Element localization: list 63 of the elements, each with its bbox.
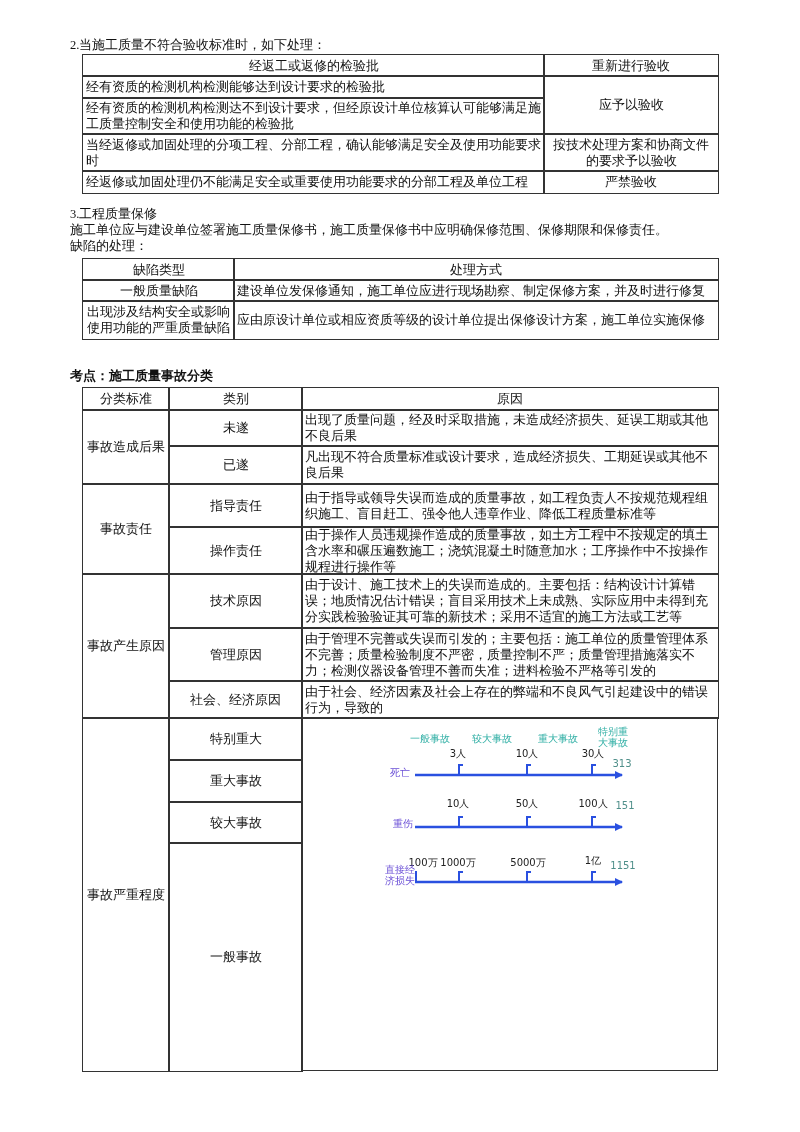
table-cell: 重大事故	[168, 759, 303, 803]
table-cell: 技术原因	[168, 573, 303, 629]
table-cell: 指导责任	[168, 483, 303, 528]
table-cell: 已遂	[168, 445, 303, 485]
table-cell: 分类标准	[82, 387, 170, 411]
table-cell: 管理原因	[168, 627, 303, 682]
threshold-label: 30人	[581, 747, 605, 759]
table-cell: 由于社会、经济因素及社会上存在的弊端和不良风气引起建设中的错误行为，导致的	[301, 680, 719, 719]
table-cell: 应予以验收	[543, 75, 719, 135]
table-cell: 由于管理不完善或失误而引发的；主要包括：施工单位的质量管理体系不完善；质量检验制度不严密，质量控制不严；质量管理措施落实不力；检测仪器设备管理不善而失准；进料检验不严格等引发的	[301, 627, 719, 682]
table-cell: 重新进行验收	[543, 54, 719, 77]
table-cell: 按技术处理方案和协商文件的要求予以验收	[543, 133, 719, 172]
table-cell: 出现了质量问题，经及时采取措施，未造成经济损失、延误工期或其他不良后果	[301, 409, 719, 447]
paragraph: 2.当施工质量不符合验收标准时，如下处理：	[70, 37, 327, 53]
table-cell: 较大事故	[168, 801, 303, 844]
table-cell: 事故严重程度	[82, 717, 170, 1072]
category-label: 一般事故	[410, 732, 450, 744]
table-cell: 缺陷类型	[82, 258, 235, 281]
table-cell: 操作责任	[168, 526, 303, 575]
category-label: 重大事故	[538, 732, 578, 744]
threshold-label: 10人	[446, 797, 470, 809]
total-number: 313	[612, 757, 632, 769]
table-cell: 特别重大	[168, 717, 303, 761]
total-number: 1151	[610, 859, 636, 871]
table-cell: 处理方式	[233, 258, 719, 281]
table-cell: 一般质量缺陷	[82, 279, 235, 302]
total-number: 151	[615, 799, 635, 811]
table-cell: 事故造成后果	[82, 409, 170, 485]
threshold-label: 5000万	[510, 856, 546, 868]
table-cell: 由于指导或领导失误而造成的质量事故，如工程负责人不按规范规程组织施工、盲目赶工、强令他人违章作业、降低工程质量标准等	[301, 483, 719, 528]
table-cell: 经有资质的检测机构检测达不到设计要求，但经原设计单位核算认可能够满足施工质量控制安全和使用功能的检验批	[82, 97, 545, 135]
threshold-label: 50人	[515, 797, 539, 809]
threshold-label: 10人	[515, 747, 539, 759]
table-cell: 事故产生原因	[82, 573, 170, 719]
table-cell: 社会、经济原因	[168, 680, 303, 719]
paragraph: 施工单位应与建设单位签署施工质量保修书，施工质量保修书中应明确保修范围、保修期限和保修责任。	[70, 222, 668, 238]
paragraph: 缺陷的处理：	[70, 238, 148, 254]
table-cell: 凡出现不符合质量标准或设计要求，造成经济损失、工期延误或其他不良后果	[301, 445, 719, 485]
table-cell: 应由原设计单位或相应资质等级的设计单位提出保修设计方案，施工单位实施保修	[233, 300, 719, 340]
section-heading: 3.工程质量保修	[70, 206, 158, 222]
table-cell: 事故责任	[82, 483, 170, 575]
table-cell: 经有资质的检测机构检测能够达到设计要求的检验批	[82, 75, 545, 99]
table-cell: 未遂	[168, 409, 303, 447]
threshold-label: 3人	[449, 747, 467, 759]
table-cell: 出现涉及结构安全或影响使用功能的严重质量缺陷	[82, 300, 235, 340]
table-cell: 经返工或返修的检验批	[82, 54, 545, 77]
table-cell: 严禁验收	[543, 170, 719, 194]
threshold-label: 100人	[578, 797, 608, 809]
category-label: 较大事故	[472, 732, 512, 744]
category-label: 特别重大事故	[597, 726, 629, 748]
table-cell: 由于操作人员违规操作造成的质量事故，如土方工程中不按规定的填土含水率和碾压遍数施工；浇筑混凝土时随意加水；工序操作中不按操作规程进行操作等	[301, 526, 719, 575]
table-cell: 建设单位发保修通知，施工单位应进行现场勘察、制定保修方案，并及时进行修复	[233, 279, 719, 302]
threshold-label: 1亿	[584, 854, 602, 866]
axis-label: 死亡	[390, 766, 410, 778]
table-cell: 当经返修或加固处理的分项工程、分部工程，确认能够满足安全及使用功能要求时	[82, 133, 545, 172]
table-cell: 原因	[301, 387, 719, 411]
table-cell: 由于设计、施工技术上的失误而造成的。主要包括：结构设计计算错误；地质情况估计错误；盲目采用技术上未成熟、实际应用中未得到充分实践检验验证其可靠的新技术；采用不适宜的施工方法或工艺等	[301, 573, 719, 629]
threshold-label: 1000万	[440, 856, 476, 868]
table-cell: 经返修或加固处理仍不能满足安全或重要使用功能要求的分部工程及单位工程	[82, 170, 545, 194]
table-cell: 一般事故	[168, 842, 303, 1072]
axis-label: 重伤	[393, 817, 413, 829]
section-heading: 考点：施工质量事故分类	[70, 368, 213, 384]
table-cell: 类别	[168, 387, 303, 411]
